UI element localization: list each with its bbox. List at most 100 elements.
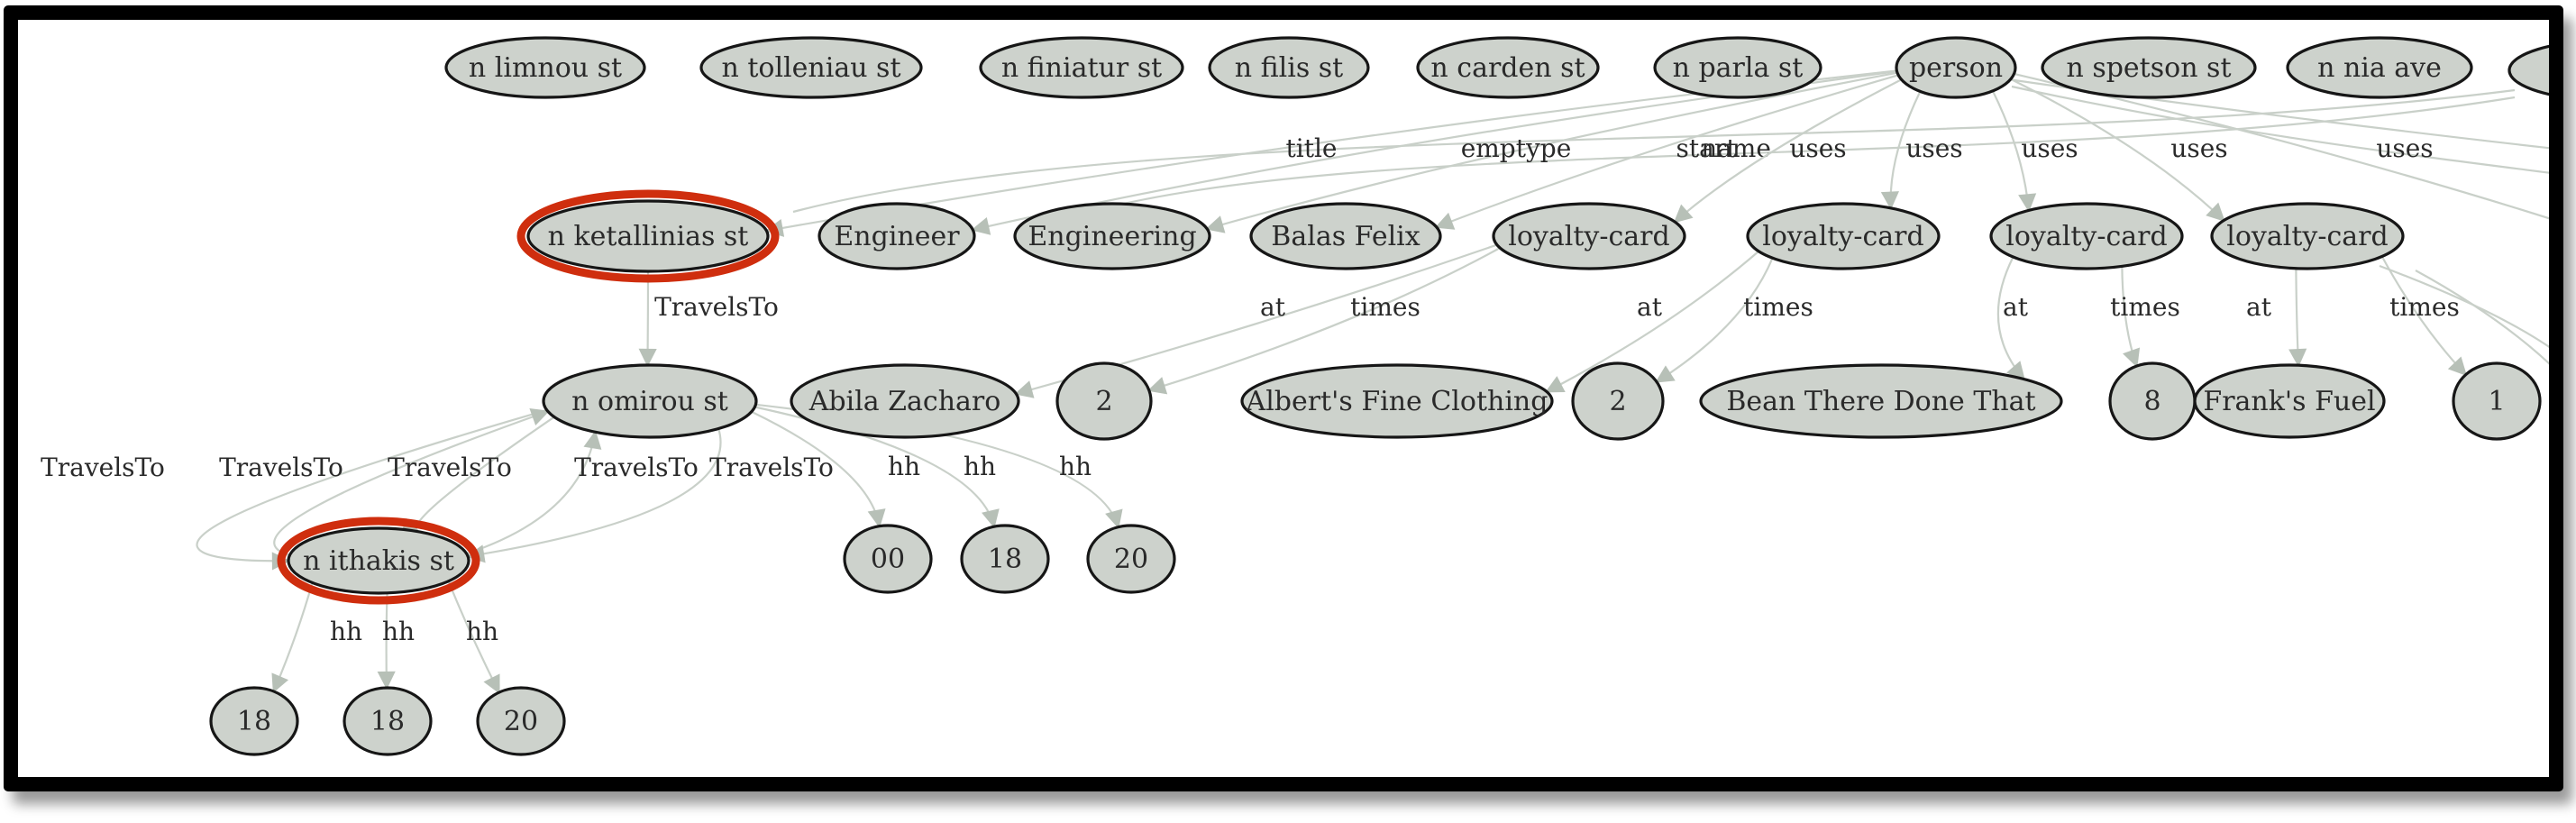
edge — [273, 407, 550, 557]
node-label: n carden st — [1430, 52, 1585, 84]
graph-node-h18[interactable] — [960, 524, 1050, 594]
graph-node-clipped[interactable] — [2507, 41, 2563, 100]
background-edge — [1067, 96, 2516, 220]
background-edge — [2415, 270, 2549, 365]
edge — [1655, 257, 1774, 383]
node-label: Engineer — [834, 221, 960, 252]
node-label: 2 — [1095, 386, 1112, 417]
graph-node-niaave[interactable] — [2286, 36, 2473, 99]
graph-node-lc3[interactable] — [1989, 202, 2184, 270]
node-label: Frank's Fuel — [2203, 386, 2375, 417]
highlight-ring — [516, 189, 780, 283]
node-label: 18 — [988, 544, 1022, 575]
graph-node-parla[interactable] — [1653, 36, 1822, 99]
graph-node-abila[interactable] — [790, 363, 1020, 439]
node-label: loyalty-card — [2005, 221, 2167, 252]
edge-label: TravelsTo — [219, 453, 343, 482]
node-label: 2 — [1609, 386, 1626, 417]
edge-label: times — [2110, 292, 2180, 322]
edge-label: TravelsTo — [709, 453, 834, 482]
node-label: n omirou st — [571, 386, 728, 417]
edge-label: uses — [2170, 133, 2227, 163]
edge-label: name — [1701, 133, 1771, 163]
graph-node-limnou[interactable] — [444, 36, 646, 99]
edge — [1205, 71, 1898, 233]
node-label: n tolleniau st — [721, 52, 900, 84]
node-label: 20 — [504, 706, 538, 737]
edge-label: hh — [330, 617, 362, 646]
edge-label: at — [2003, 292, 2029, 322]
graph-node-engineer[interactable] — [818, 202, 976, 270]
graph-node-two2[interactable] — [1571, 361, 1665, 441]
graph-node-ithakis[interactable] — [287, 526, 470, 595]
graph-node-h20[interactable] — [1086, 524, 1176, 594]
graph-node-ketallinias[interactable] — [526, 199, 770, 273]
graph-node-tolleniau[interactable] — [699, 36, 923, 99]
background-edge — [2011, 85, 2549, 174]
graph-node-bean[interactable] — [1699, 363, 2063, 439]
edge — [400, 416, 555, 535]
graph-node-albert[interactable] — [1240, 363, 1554, 439]
highlight-ring — [277, 517, 480, 605]
node-label: n limnou st — [469, 52, 622, 84]
edge-label: uses — [1789, 133, 1846, 163]
graph-node-b20[interactable] — [476, 686, 566, 756]
edge-label: at — [1260, 292, 1286, 322]
node-label: 20 — [1114, 544, 1148, 575]
node-label: n filis st — [1235, 52, 1343, 84]
node-label: n nia ave — [2317, 52, 2442, 84]
graph-node-frank[interactable] — [2193, 363, 2386, 439]
edge — [1996, 256, 2025, 381]
graph-node-finiatur[interactable] — [979, 36, 1184, 99]
graph-node-person[interactable] — [1895, 36, 2017, 99]
graph-node-b18a[interactable] — [209, 686, 299, 756]
node-label: n ithakis st — [303, 545, 454, 577]
edge-label: times — [1743, 292, 1813, 322]
node-label: person — [1909, 52, 2003, 84]
edge-label: hh — [1059, 452, 1092, 481]
node-label: n parla st — [1673, 52, 1804, 84]
graph-node-spetson[interactable] — [2041, 36, 2257, 99]
graph-node-omirou[interactable] — [542, 363, 758, 439]
edge — [1991, 90, 2037, 213]
edge-label: at — [1637, 292, 1663, 322]
edge — [2380, 255, 2468, 377]
graph-node-two1[interactable] — [1055, 361, 1153, 441]
edge-label: uses — [1905, 133, 1962, 163]
edge-label: emptype — [1461, 133, 1572, 163]
graph-node-h00[interactable] — [843, 524, 933, 594]
edge — [2010, 78, 2225, 222]
edge — [447, 581, 500, 694]
graph-node-one[interactable] — [2452, 361, 2542, 441]
graph-node-lc1[interactable] — [1492, 202, 1686, 270]
node-label: 1 — [2488, 386, 2505, 417]
background-edge — [2379, 264, 2549, 349]
edge — [1880, 90, 1922, 210]
edge-label: times — [1350, 292, 1420, 322]
edge — [196, 408, 548, 571]
edge — [466, 428, 722, 563]
background-edge — [792, 88, 2516, 214]
graph-node-filis[interactable] — [1208, 36, 1370, 99]
node-label: Engineering — [1028, 221, 1196, 252]
graph-node-lc2[interactable] — [1746, 202, 1941, 270]
node-label: Balas Felix — [1271, 221, 1420, 252]
edge-label: hh — [382, 617, 415, 646]
graph-node-lc4[interactable] — [2210, 202, 2405, 270]
node-label: 18 — [237, 706, 271, 737]
edge-label: uses — [2021, 133, 2078, 163]
edge — [2121, 266, 2141, 368]
edge — [751, 410, 886, 528]
edge-label: hh — [466, 617, 498, 646]
edge-label: uses — [2376, 133, 2433, 163]
edge — [466, 430, 602, 555]
graph-node-b18b[interactable] — [343, 686, 433, 756]
graph-node-balas[interactable] — [1249, 202, 1442, 270]
graph-node-carden[interactable] — [1416, 36, 1600, 99]
graph-node-engineering[interactable] — [1013, 202, 1211, 270]
node-label: 18 — [370, 706, 405, 737]
edge — [1545, 250, 1759, 393]
node-label: 8 — [2143, 386, 2160, 417]
